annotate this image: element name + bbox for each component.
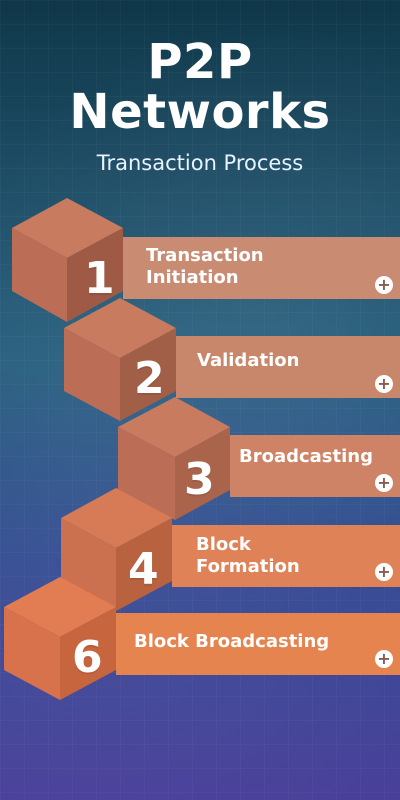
step-2-number: 2 [134, 353, 165, 404]
step-4-expand-icon[interactable]: + [375, 563, 393, 581]
step-3-cube [118, 397, 230, 520]
step-3-expand-icon[interactable]: + [375, 474, 393, 492]
step-1-cube [12, 198, 123, 322]
page-title-line1: P2P [147, 34, 253, 90]
step-6-expand-icon[interactable]: + [375, 650, 393, 668]
step-1-label-line-1: Transaction [146, 245, 264, 266]
page-subtitle: Transaction Process [96, 151, 304, 175]
step-3-label: Broadcasting [239, 446, 373, 467]
step-4-number: 4 [128, 544, 159, 595]
step-2-banner [176, 336, 400, 398]
step-6-banner [116, 613, 400, 675]
step-1-number: 1 [84, 253, 115, 304]
step-3-number: 3 [184, 454, 215, 505]
step-3-banner [230, 435, 400, 497]
page-title-line2: Networks [69, 84, 331, 140]
step-1-label: Transaction Initiation [146, 245, 264, 289]
step-2-cube [64, 298, 176, 421]
step-2-expand-icon[interactable]: + [375, 375, 393, 393]
step-1-label-line-2: Initiation [146, 267, 239, 288]
step-2-label: Validation [197, 350, 300, 371]
step-6-label: Block Broadcasting [134, 631, 330, 652]
step-1-expand-icon[interactable]: + [375, 276, 393, 294]
step-4-banner [172, 525, 400, 587]
step-1-banner [123, 237, 400, 299]
step-4-label-line-2: Formation [196, 556, 300, 577]
step-4-label-line-1: Block [196, 534, 251, 555]
step-6-cube [4, 577, 116, 700]
step-6-number: 6 [72, 632, 103, 683]
step-4-label: Block Formation [196, 534, 300, 578]
